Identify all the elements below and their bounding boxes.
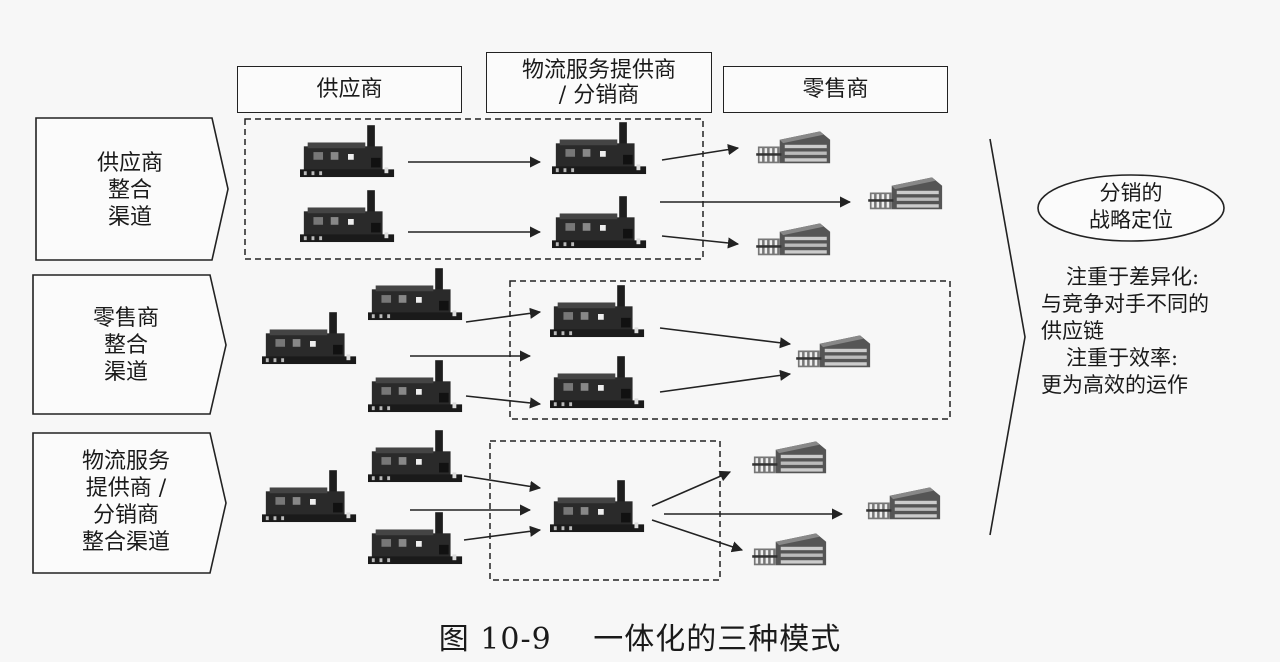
row-1-label-line: 供应商 <box>96 151 163 176</box>
header-supplier-text: 供应商 <box>316 77 383 102</box>
store-icon <box>866 487 941 520</box>
flow-arrow <box>659 369 792 393</box>
note-line: 更为高效的运作 <box>1041 373 1188 397</box>
row-3-label-line: 物流服务 <box>81 449 170 474</box>
factory-icon <box>300 125 395 178</box>
row-3-label-line: 分销商 <box>92 503 159 528</box>
header-logistics-line2: / 分销商 <box>558 82 640 108</box>
row-2-label-line: 整合 <box>103 333 148 358</box>
big-chevron <box>989 138 1026 536</box>
flow-arrow <box>465 395 542 409</box>
note-line: 注重于效率: <box>1066 346 1179 370</box>
strategy-oval-text: 分销的 战略定位 <box>1061 180 1201 234</box>
store-icon <box>756 223 831 256</box>
header-retailer: 零售商 <box>723 66 948 113</box>
factory-icon <box>368 360 463 413</box>
header-logistics-line1: 物流服务提供商 <box>521 57 676 83</box>
row-3-label-line: 提供商 / <box>85 476 167 501</box>
flow-arrow <box>463 475 542 492</box>
store-icon <box>796 335 871 368</box>
factory-icon <box>550 285 645 338</box>
flow-arrow <box>661 235 740 249</box>
row-1-label-shape <box>35 117 229 261</box>
flow-arrow <box>661 144 740 161</box>
row-1-integration-box <box>244 118 704 260</box>
flow-arrow <box>659 327 792 349</box>
factory-icon <box>262 470 357 523</box>
header-logistics: 物流服务提供商 / 分销商 <box>486 52 712 113</box>
row-3-label-shape <box>32 432 227 574</box>
note-line: 与竞争对手不同的 <box>1041 292 1209 316</box>
row-2-label-shape <box>32 274 227 415</box>
factory-icon <box>368 430 463 483</box>
row-2-label-line: 渠道 <box>103 360 148 385</box>
strategy-oval-shape <box>1037 174 1225 242</box>
flow-arrow <box>651 519 744 553</box>
note-line: 供应链 <box>1041 319 1104 343</box>
store-icon <box>752 533 827 566</box>
flow-arrow <box>465 307 542 323</box>
row-2-label: 零售商 整合 渠道 <box>66 305 186 386</box>
header-supplier: 供应商 <box>237 66 462 113</box>
store-icon <box>756 131 831 164</box>
factory-icon <box>300 190 395 243</box>
figure-caption: 图 10-9 一体化的三种模式 <box>438 622 842 657</box>
factory-icon <box>368 268 463 321</box>
strategy-oval-line: 分销的 <box>1099 181 1163 205</box>
header-retailer-text: 零售商 <box>802 77 869 102</box>
store-icon <box>752 441 827 474</box>
flow-arrow <box>651 470 732 507</box>
flow-arrow <box>463 525 542 541</box>
row-2-integration-box <box>509 280 951 420</box>
row-1-label-line: 整合 <box>107 178 152 203</box>
row-3-integration-box <box>489 440 721 581</box>
row-1-label-line: 渠道 <box>107 205 152 230</box>
factory-icon <box>550 480 645 533</box>
strategy-oval-line: 战略定位 <box>1089 208 1173 232</box>
factory-icon <box>552 122 647 175</box>
row-3-label: 物流服务 提供商 / 分销商 整合渠道 <box>56 448 196 556</box>
row-3-label-line: 整合渠道 <box>81 530 170 555</box>
factory-icon <box>550 356 645 409</box>
factory-icon <box>552 196 647 249</box>
row-1-label: 供应商 整合 渠道 <box>70 150 190 231</box>
factory-icon <box>262 312 357 365</box>
store-icon <box>868 177 943 210</box>
row-2-label-line: 零售商 <box>92 306 159 331</box>
factory-icon <box>368 512 463 565</box>
note-line: 注重于差异化: <box>1066 265 1200 289</box>
